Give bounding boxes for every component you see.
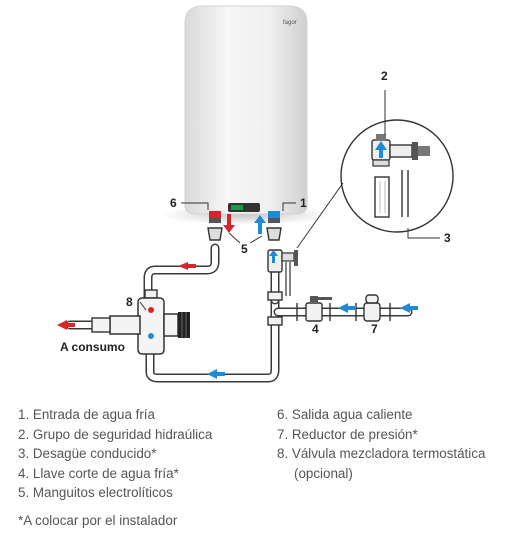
- callout-5: 5: [241, 242, 248, 256]
- callout-8: 8: [126, 295, 133, 309]
- legend-item: 1. Entrada de agua fría: [18, 407, 155, 422]
- brand-logo: fagor: [283, 20, 297, 26]
- installer-footnote: *A colocar por el instalador: [18, 513, 178, 528]
- flow-arrows: [57, 262, 418, 379]
- callout-4: 4: [312, 322, 319, 336]
- legend-item: 5. Manguitos electrolíticos: [18, 485, 173, 500]
- legend-right: 6. Salida agua caliente 7. Reductor de p…: [277, 405, 485, 483]
- legend-item: 3. Desagüe conducido*: [18, 446, 157, 461]
- pipework: [65, 243, 413, 383]
- legend-item: 6. Salida agua caliente: [277, 407, 413, 422]
- safety-group-valve: [267, 249, 298, 296]
- hot-flow-arrow: [223, 214, 235, 233]
- installation-diagram: fagor: [57, 5, 454, 383]
- callout-6: 6: [170, 196, 177, 210]
- cold-inlet-fitting: [266, 211, 282, 241]
- legend-item: (opcional): [294, 465, 353, 481]
- callout-2: 2: [381, 69, 388, 83]
- callout-1: 1: [300, 196, 307, 210]
- legend-left: 1. Entrada de agua fría 2. Grupo de segu…: [18, 405, 212, 503]
- hot-outlet-fitting: [207, 211, 223, 241]
- leader-lines: [139, 90, 386, 311]
- thermostatic-mixing-valve: [91, 297, 190, 355]
- cold-flow-arrow: [254, 215, 266, 234]
- legend-item: 7. Reductor de presión*: [277, 426, 418, 442]
- legend-item: 2. Grupo de seguridad hidraúlica: [18, 426, 213, 442]
- safety-group-detail: [296, 119, 454, 249]
- callout-numbers: 6 1 5 2 3 4 7 8: [126, 69, 451, 336]
- legend-item: 8. Válvula mezcladora termostática: [277, 446, 486, 461]
- water-heater-tank: fagor: [161, 5, 331, 225]
- callout-3: 3: [444, 231, 451, 245]
- callout-7: 7: [371, 322, 378, 336]
- legend-item: 4. Llave corte de agua fría*: [18, 465, 179, 481]
- consumo-label: A consumo: [60, 340, 125, 354]
- cold-shutoff-valve: [296, 296, 332, 322]
